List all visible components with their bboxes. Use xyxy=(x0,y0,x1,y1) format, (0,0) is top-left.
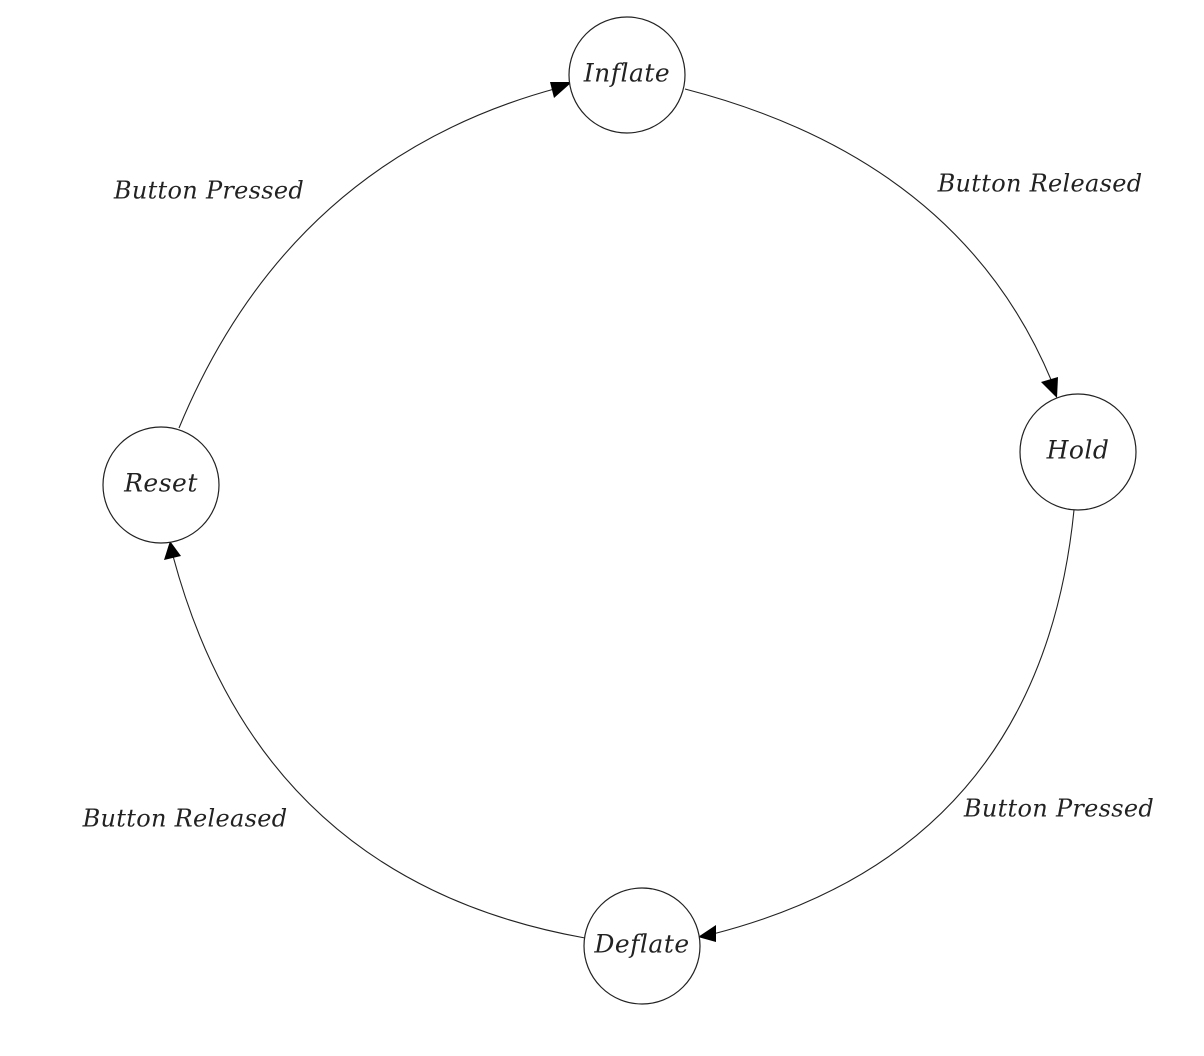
edge-inflate-to-hold xyxy=(684,88,1053,383)
state-inflate: Inflate xyxy=(568,16,686,134)
state-inflate-label: Inflate xyxy=(583,59,670,88)
arrowhead-hold xyxy=(1041,377,1058,398)
edge-hold-to-deflate xyxy=(712,509,1075,935)
state-hold: Hold xyxy=(1019,393,1137,511)
state-reset: Reset xyxy=(102,426,220,544)
arrowhead-reset xyxy=(164,541,181,560)
label-reset-to-inflate: Button Pressed xyxy=(113,177,304,205)
state-hold-circle xyxy=(1019,393,1137,511)
state-reset-label: Reset xyxy=(123,469,198,498)
edge-deflate-to-reset xyxy=(172,555,586,939)
label-deflate-to-reset: Button Released xyxy=(82,805,288,833)
state-deflate: Deflate xyxy=(583,887,701,1005)
edge-reset-to-inflate xyxy=(178,87,559,429)
state-hold-label: Hold xyxy=(1046,436,1110,465)
arrowhead-deflate xyxy=(698,925,716,942)
state-inflate-circle xyxy=(568,16,686,134)
state-deflate-label: Deflate xyxy=(593,930,689,959)
label-inflate-to-hold: Button Released xyxy=(937,170,1143,198)
state-reset-circle xyxy=(102,426,220,544)
label-hold-to-deflate: Button Pressed xyxy=(963,795,1154,823)
state-deflate-circle xyxy=(583,887,701,1005)
arrowhead-inflate xyxy=(550,82,572,98)
